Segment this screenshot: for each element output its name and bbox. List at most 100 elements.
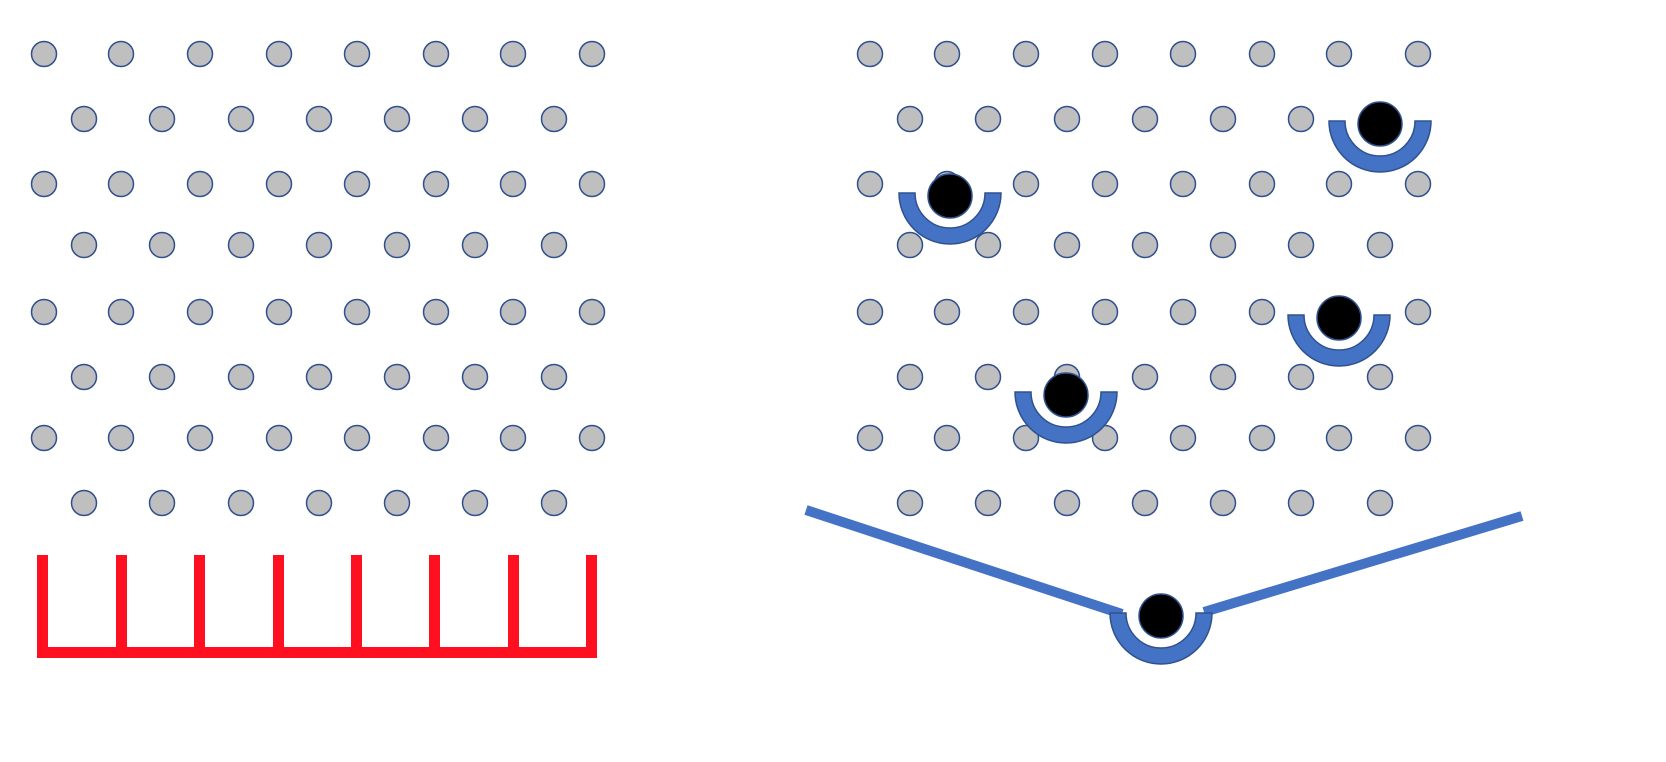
right-peg-r1-c2: [933, 40, 961, 68]
right-peg-r4-c4: [1131, 231, 1159, 259]
left-peg-r1-c8: [578, 40, 606, 68]
left-peg-r7-c5: [343, 424, 371, 452]
funnel-left-arm: [804, 505, 1124, 619]
right-peg-r6-c4: [1131, 363, 1159, 391]
left-peg-r3-c4: [265, 170, 293, 198]
left-peg-r3-c1: [30, 170, 58, 198]
right-peg-r2-c2: [974, 105, 1002, 133]
left-peg-r6-c1: [70, 363, 98, 391]
left-peg-r7-c4: [265, 424, 293, 452]
right-peg-grid: [856, 40, 1432, 517]
cup-middle-right-ball: [1316, 295, 1362, 341]
right-peg-r4-c3: [1053, 231, 1081, 259]
left-peg-r2-c6: [461, 105, 489, 133]
left-peg-r2-c4: [305, 105, 333, 133]
left-peg-r4-c4: [305, 231, 333, 259]
left-peg-r3-c2: [107, 170, 135, 198]
left-peg-r2-c5: [383, 105, 411, 133]
right-peg-r1-c6: [1248, 40, 1276, 68]
right-peg-r8-c5: [1209, 489, 1237, 517]
right-peg-board: [804, 40, 1524, 665]
funnel-bottom-cup: [1109, 612, 1213, 665]
cup-top-right: [1328, 101, 1432, 173]
right-peg-r6-c1: [896, 363, 924, 391]
left-peg-r3-c5: [343, 170, 371, 198]
left-peg-r2-c7: [540, 105, 568, 133]
right-peg-r5-c8: [1404, 298, 1432, 326]
right-peg-r1-c1: [856, 40, 884, 68]
left-peg-r4-c1: [70, 231, 98, 259]
bin-divider-8: [586, 555, 597, 655]
left-peg-r4-c7: [540, 231, 568, 259]
right-peg-r2-c6: [1287, 105, 1315, 133]
left-peg-r1-c7: [499, 40, 527, 68]
right-peg-r5-c1: [856, 298, 884, 326]
left-peg-r7-c7: [499, 424, 527, 452]
left-peg-r5-c2: [107, 298, 135, 326]
right-peg-r3-c4: [1091, 170, 1119, 198]
right-peg-r1-c3: [1012, 40, 1040, 68]
left-peg-r5-c6: [422, 298, 450, 326]
left-peg-r8-c3: [227, 489, 255, 517]
right-peg-r2-c1: [896, 105, 924, 133]
right-peg-r3-c5: [1169, 170, 1197, 198]
left-peg-r8-c4: [305, 489, 333, 517]
left-peg-r8-c5: [383, 489, 411, 517]
bin-floor: [37, 647, 597, 658]
left-peg-r6-c3: [227, 363, 255, 391]
right-peg-r2-c4: [1131, 105, 1159, 133]
left-peg-r1-c2: [107, 40, 135, 68]
left-peg-r5-c4: [265, 298, 293, 326]
right-peg-r3-c7: [1325, 170, 1353, 198]
left-peg-r8-c7: [540, 489, 568, 517]
right-peg-r8-c2: [974, 489, 1002, 517]
left-peg-r8-c1: [70, 489, 98, 517]
right-peg-r6-c2: [974, 363, 1002, 391]
left-peg-r5-c1: [30, 298, 58, 326]
ball-cups: [898, 101, 1432, 444]
cup-upper-left-ball: [927, 173, 973, 219]
left-peg-r5-c7: [499, 298, 527, 326]
bin-divider-6: [429, 555, 440, 655]
bin-divider-7: [508, 555, 519, 655]
right-peg-r3-c1: [856, 170, 884, 198]
cup-top-right-cup: [1328, 120, 1432, 173]
right-peg-r7-c6: [1248, 424, 1276, 452]
left-peg-r7-c3: [186, 424, 214, 452]
left-peg-r8-c6: [461, 489, 489, 517]
collection-bins: [37, 555, 597, 658]
cup-upper-left: [898, 173, 1002, 245]
left-peg-r1-c1: [30, 40, 58, 68]
right-peg-r8-c7: [1366, 489, 1394, 517]
left-peg-r2-c2: [148, 105, 176, 133]
left-peg-r7-c6: [422, 424, 450, 452]
left-peg-r8-c2: [148, 489, 176, 517]
right-peg-r7-c3: [1012, 424, 1040, 452]
funnel: [804, 505, 1524, 665]
left-peg-r6-c4: [305, 363, 333, 391]
right-peg-r4-c2: [974, 231, 1002, 259]
right-peg-r5-c2: [933, 298, 961, 326]
left-peg-r7-c8: [578, 424, 606, 452]
bin-divider-4: [273, 555, 284, 655]
left-peg-r4-c5: [383, 231, 411, 259]
left-peg-r1-c4: [265, 40, 293, 68]
left-peg-r3-c7: [499, 170, 527, 198]
right-peg-r4-c7: [1366, 231, 1394, 259]
right-peg-r5-c4: [1091, 298, 1119, 326]
funnel-right-arm: [1202, 511, 1524, 617]
left-peg-r6-c5: [383, 363, 411, 391]
left-peg-r5-c5: [343, 298, 371, 326]
left-peg-r6-c2: [148, 363, 176, 391]
left-peg-r5-c8: [578, 298, 606, 326]
right-peg-r8-c3: [1053, 489, 1081, 517]
left-peg-r7-c1: [30, 424, 58, 452]
funnel-bottom: [1109, 593, 1213, 665]
left-peg-r3-c8: [578, 170, 606, 198]
right-peg-r8-c1: [896, 489, 924, 517]
right-peg-r7-c8: [1404, 424, 1432, 452]
right-peg-r7-c7: [1325, 424, 1353, 452]
right-peg-r1-c8: [1404, 40, 1432, 68]
bin-divider-2: [116, 555, 127, 655]
right-peg-r3-c8: [1404, 170, 1432, 198]
